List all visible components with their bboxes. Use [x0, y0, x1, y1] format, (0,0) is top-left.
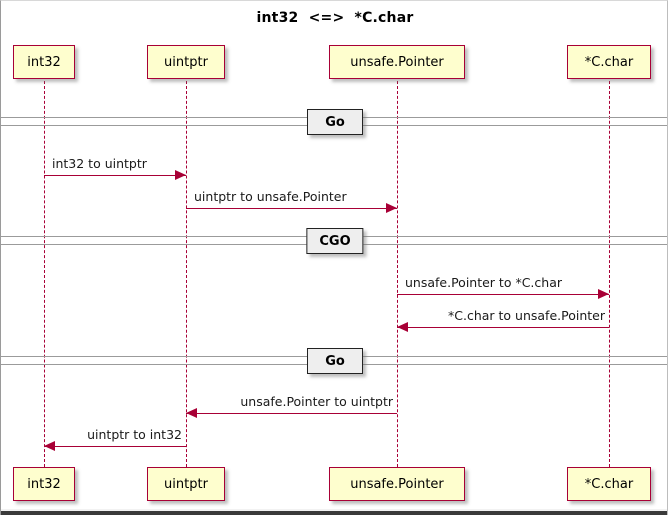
lifeline-int32 — [44, 81, 45, 467]
participant-bottom-c-char[interactable]: *C.char — [567, 467, 651, 501]
participant-label: *C.char — [584, 54, 634, 70]
participant-label: *C.char — [584, 476, 634, 492]
message-label: unsafe.Pointer to uintptr — [240, 394, 393, 409]
frame-bottom-edge — [1, 511, 667, 515]
lifeline-unsafe-pointer — [397, 81, 398, 467]
divider-label-box: Go — [307, 109, 363, 135]
message-label: uintptr to unsafe.Pointer — [194, 189, 347, 204]
divider-go-2: Go — [1, 348, 667, 374]
participant-top-c-char[interactable]: *C.char — [567, 45, 651, 79]
divider-cgo: CGO — [1, 228, 667, 254]
message-line — [397, 327, 609, 328]
participant-top-uintptr[interactable]: uintptr — [147, 45, 225, 79]
lifeline-uintptr — [186, 81, 187, 467]
participant-bottom-uintptr[interactable]: uintptr — [147, 467, 225, 501]
message-label: unsafe.Pointer to *C.char — [405, 275, 562, 290]
participant-label: unsafe.Pointer — [350, 54, 444, 70]
lifeline-c-char — [609, 81, 610, 467]
participant-label: uintptr — [164, 476, 208, 492]
arrowhead-right-icon — [386, 203, 397, 213]
divider-go-1: Go — [1, 109, 667, 135]
arrowhead-left-icon — [397, 322, 408, 332]
frame-bottom-inner — [1, 509, 667, 511]
message-line — [44, 175, 186, 176]
participant-label: unsafe.Pointer — [350, 476, 444, 492]
participant-top-int32[interactable]: int32 — [13, 45, 75, 79]
message-label: int32 to uintptr — [52, 156, 147, 171]
message-label: uintptr to int32 — [87, 427, 182, 442]
message-line — [397, 294, 609, 295]
participant-label: uintptr — [164, 54, 208, 70]
arrowhead-right-icon — [175, 170, 186, 180]
participant-bottom-int32[interactable]: int32 — [13, 467, 75, 501]
participant-label: int32 — [27, 476, 61, 492]
arrowhead-right-icon — [598, 289, 609, 299]
participant-label: int32 — [27, 54, 61, 70]
participant-top-unsafe-pointer[interactable]: unsafe.Pointer — [329, 45, 465, 79]
participant-bottom-unsafe-pointer[interactable]: unsafe.Pointer — [329, 467, 465, 501]
divider-label-box: Go — [307, 348, 363, 374]
diagram-title: int32 <=> *C.char — [256, 10, 414, 26]
message-label: *C.char to unsafe.Pointer — [448, 308, 605, 323]
divider-label-box: CGO — [306, 228, 364, 254]
message-line — [44, 446, 186, 447]
message-line — [186, 208, 397, 209]
arrowhead-left-icon — [44, 441, 55, 451]
arrowhead-left-icon — [186, 408, 197, 418]
message-line — [186, 413, 397, 414]
